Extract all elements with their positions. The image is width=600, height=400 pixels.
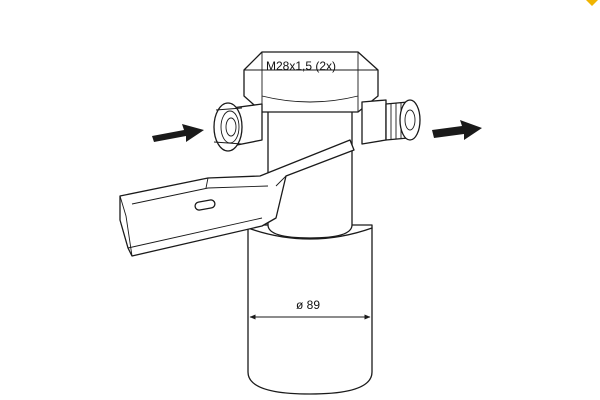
drier-canister bbox=[247, 109, 373, 395]
inlet-fitting bbox=[213, 102, 263, 152]
thread-spec-label: M28x1,5 (2x) bbox=[266, 59, 336, 73]
outlet-fitting bbox=[361, 99, 421, 145]
outlet-flow-arrow-icon bbox=[432, 120, 482, 140]
hex-head bbox=[243, 51, 379, 113]
diameter-dimension bbox=[247, 305, 373, 330]
corner-mark bbox=[586, 0, 598, 6]
diameter-label: ø 89 bbox=[296, 298, 320, 312]
mounting-bracket bbox=[119, 139, 355, 257]
inlet-flow-arrow-icon bbox=[152, 124, 204, 142]
